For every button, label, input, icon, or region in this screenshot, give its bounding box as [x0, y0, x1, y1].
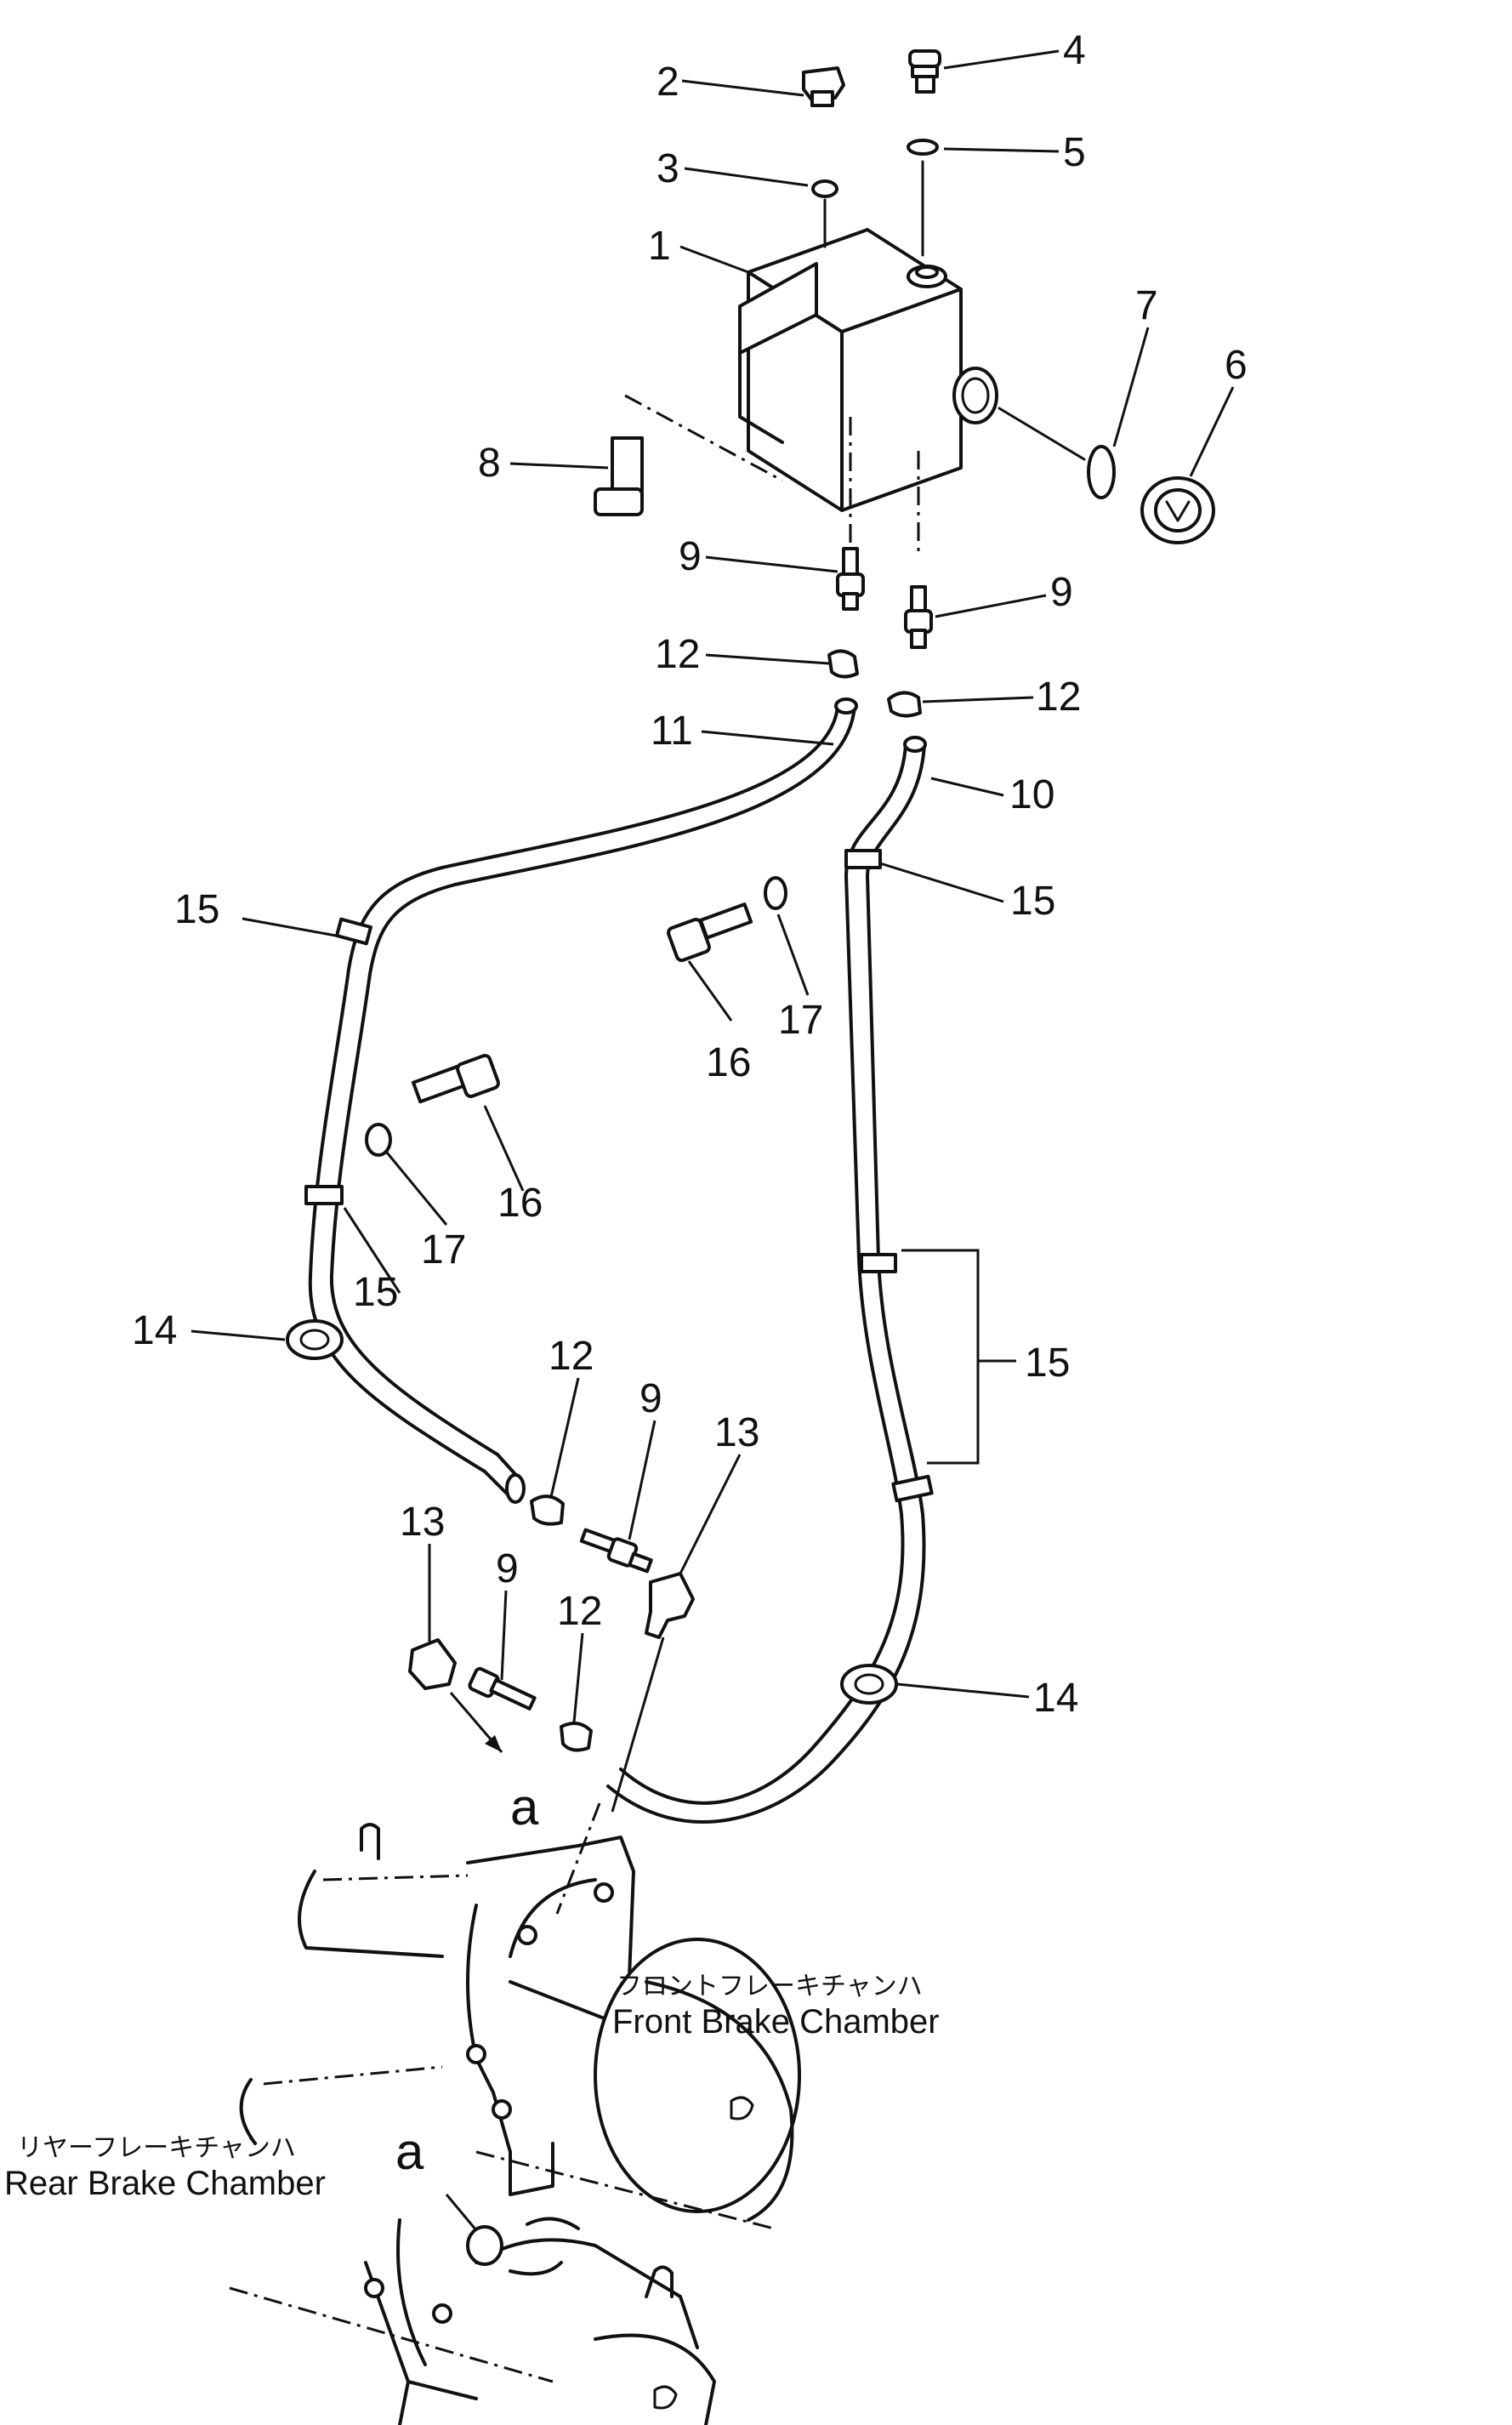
bolt-16-upper — [667, 902, 753, 962]
grommet-14-right — [840, 1664, 898, 1705]
callout-labels: 1 2 3 4 5 6 7 8 9 9 9 9 10 11 12 12 12 1… — [132, 28, 1248, 1721]
rear-brake-chamber — [229, 2065, 716, 2425]
callout-12-lower-upper: 12 — [549, 1334, 594, 1379]
clip-15-c — [844, 849, 882, 869]
elbow-13-left — [408, 1638, 457, 1690]
front-caption-jp: フロントフレーキチャンハ — [617, 1972, 923, 2001]
clip-15-d — [860, 1253, 897, 1273]
callout-12-upper-right: 12 — [1036, 675, 1081, 720]
clamp-12-lower-upper — [530, 1494, 565, 1526]
plug-4 — [908, 49, 941, 94]
callout-5: 5 — [1063, 130, 1086, 175]
clip-15-b — [304, 1185, 344, 1205]
view-arrow-a-upper — [485, 1735, 502, 1752]
callout-15-lower-left: 15 — [353, 1270, 398, 1315]
nipple-9-right — [904, 585, 933, 649]
nipple-9-lower-upper — [579, 1528, 653, 1574]
callout-17-upper: 17 — [778, 998, 823, 1043]
callout-1: 1 — [648, 224, 671, 269]
nipple-9-left — [836, 547, 865, 611]
sight-gauge-6 — [1140, 476, 1215, 544]
callout-15-lower-right: 15 — [1025, 1341, 1070, 1386]
view-marker-a-lower: a — [395, 2123, 424, 2180]
clamp-12-lower-lower — [560, 1722, 593, 1752]
callout-11: 11 — [651, 709, 693, 754]
callout-14-right: 14 — [1033, 1676, 1078, 1721]
clamp-12-upper-right — [887, 691, 922, 718]
callout-17-lower: 17 — [421, 1227, 466, 1272]
view-marker-a-upper: a — [510, 1779, 539, 1836]
washer-17-upper — [764, 876, 787, 910]
clip-15-a — [335, 917, 372, 946]
rear-caption-en: Rear Brake Chamber — [4, 2165, 326, 2202]
rear-caption-jp: リヤーフレーキチャンハ — [17, 2133, 296, 2163]
callout-13-right: 13 — [714, 1410, 759, 1455]
callout-12-lower-lower: 12 — [557, 1589, 602, 1634]
leader-lines — [190, 49, 1235, 1723]
callout-15-upper-right: 15 — [1010, 879, 1055, 924]
front-caption-en: Front Brake Chamber — [612, 2003, 940, 2041]
callout-9-upper-right: 9 — [1050, 570, 1073, 615]
callout-14-left: 14 — [132, 1308, 177, 1353]
front-brake-chamber-caption: フロントフレーキチャンハ Front Brake Chamber — [612, 1972, 940, 2041]
callout-13-left: 13 — [400, 1500, 445, 1545]
callout-2: 2 — [657, 60, 679, 105]
clamp-12-upper-left — [827, 649, 859, 679]
callout-8: 8 — [478, 441, 501, 486]
reservoir-tank — [624, 228, 998, 553]
rear-brake-chamber-caption: リヤーフレーキチャンハ Rear Brake Chamber — [4, 2133, 326, 2202]
callout-3: 3 — [657, 146, 679, 191]
callout-9-lower-right: 9 — [639, 1376, 662, 1421]
callout-9-lower-left: 9 — [496, 1546, 519, 1591]
callout-7: 7 — [1135, 283, 1158, 328]
o-ring-3 — [811, 179, 838, 198]
o-ring-7 — [1087, 445, 1116, 499]
elbow-13-right — [645, 1572, 695, 1639]
callout-4: 4 — [1063, 28, 1086, 73]
grommet-14-left — [286, 1319, 344, 1360]
o-ring-5 — [907, 139, 939, 156]
callout-12-upper-left: 12 — [655, 632, 700, 677]
callout-10: 10 — [1009, 772, 1054, 817]
hose-11 — [308, 697, 858, 1504]
front-brake-chamber — [298, 1823, 801, 2230]
fitting-8 — [594, 436, 644, 516]
bolt-16-lower — [412, 1054, 500, 1104]
callout-6: 6 — [1225, 343, 1248, 388]
callout-16-lower: 16 — [497, 1181, 543, 1226]
callout-9-upper-left: 9 — [679, 534, 702, 579]
plug-2 — [802, 66, 845, 107]
callout-15-upper-left: 15 — [174, 887, 219, 932]
nipple-9-lower-left — [468, 1666, 537, 1711]
callout-16-upper: 16 — [706, 1040, 751, 1085]
washer-17-lower — [365, 1123, 392, 1157]
clip-15-e — [891, 1474, 934, 1503]
